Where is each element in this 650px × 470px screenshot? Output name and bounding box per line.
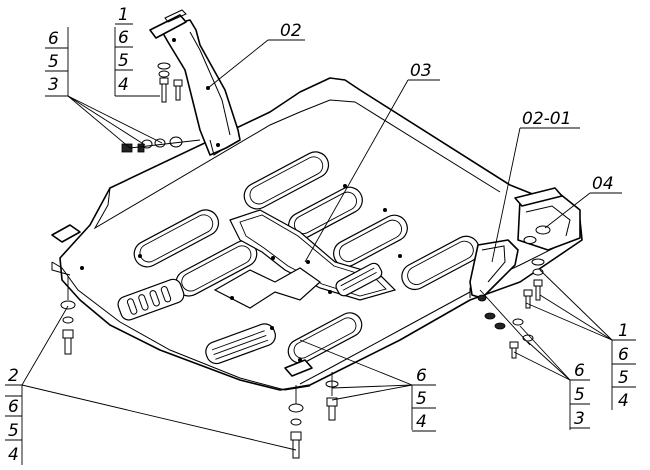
svg-text:4: 4: [618, 391, 629, 411]
svg-text:5: 5: [574, 385, 585, 405]
label-03: 03: [410, 61, 432, 81]
svg-text:6: 6: [118, 28, 129, 48]
fastener-stack-bottom-right: [325, 372, 339, 421]
stack-right-a: 1 6 5 4: [612, 321, 636, 411]
plate-front-lip: [51, 261, 311, 391]
right-bracket-04: [514, 187, 581, 251]
svg-text:6: 6: [48, 29, 59, 49]
svg-text:6: 6: [416, 366, 427, 386]
svg-text:3: 3: [574, 409, 585, 429]
svg-text:5: 5: [48, 52, 59, 72]
stack-right-b: 6 5 3: [570, 361, 590, 429]
fastener-stack-right: [523, 258, 545, 309]
label-04: 04: [592, 174, 614, 194]
center-rib-inner: [239, 214, 387, 297]
slot-right: [401, 235, 480, 291]
stack-bottom-center: 6 5 4: [412, 366, 436, 432]
plate-bottom-bevel: [299, 291, 471, 385]
slot-upper-left: [243, 151, 330, 210]
slot-center: [333, 214, 408, 268]
svg-text:5: 5: [416, 389, 427, 409]
svg-text:5: 5: [618, 368, 629, 388]
top-bracket-02: [149, 9, 241, 156]
label-02-01: 02-01: [522, 109, 571, 129]
svg-text:6: 6: [8, 397, 19, 417]
svg-text:5: 5: [8, 421, 19, 441]
svg-text:1: 1: [118, 5, 129, 25]
plate-fold-line: [93, 99, 501, 230]
svg-text:5: 5: [118, 51, 129, 71]
right-bracket-02-01: [469, 239, 519, 299]
fastener-stack-bottom-center: [284, 359, 313, 459]
plate-front-lip-edge: [51, 262, 71, 276]
vent-lower-left: [117, 278, 185, 321]
svg-text:6: 6: [574, 361, 585, 381]
svg-text:1: 1: [618, 321, 629, 341]
fastener-stack-top-left: [121, 136, 201, 153]
svg-text:6: 6: [618, 345, 629, 365]
zigzag-rib: [213, 267, 321, 309]
stack-bottom-left: 2 6 5 4: [5, 366, 22, 465]
louvre-lower-center: [205, 323, 276, 365]
slot-lower-center: [287, 312, 363, 364]
stack-top-left: 6 5 3: [45, 27, 69, 96]
fastener-stack-bottom-left: [51, 224, 81, 355]
svg-text:4: 4: [8, 445, 19, 465]
svg-text:4: 4: [416, 412, 427, 432]
leader-lines: [5, 27, 636, 465]
svg-text:4: 4: [118, 75, 129, 95]
stack-top-center: 1 6 5 4: [115, 5, 133, 95]
fastener-stack-top-center: [157, 62, 183, 103]
svg-text:3: 3: [48, 75, 59, 95]
callout-labels: 02 03 02-01 04 1 6 5 4 6 5 3 1 6 5: [5, 5, 636, 465]
louvre-center: [335, 262, 383, 297]
svg-text:2: 2: [8, 366, 19, 386]
label-02: 02: [280, 21, 302, 41]
plate-slots: [80, 151, 480, 365]
fastener-stack-right-lower: [477, 289, 534, 359]
